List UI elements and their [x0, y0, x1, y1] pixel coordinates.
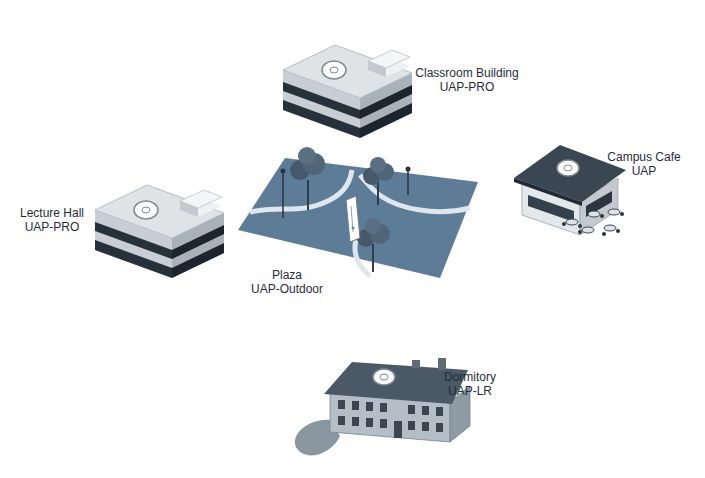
tree-trunk: [372, 244, 374, 272]
tree-crown: [370, 157, 386, 173]
building: [283, 45, 412, 138]
tree-trunk: [377, 182, 379, 205]
tree-crown: [298, 147, 316, 165]
chimney: [412, 360, 420, 368]
table: [582, 227, 594, 233]
ap-led: [352, 227, 355, 230]
location-name: Campus Cafe: [607, 150, 680, 164]
device-model: UAP-PRO: [415, 80, 518, 94]
dormitory: [295, 358, 470, 455]
coverage-zone: PlazaUAP-Outdoor: [145, 125, 545, 315]
location-name: Dormitory: [444, 370, 496, 384]
tree: [290, 147, 325, 210]
chair: [562, 222, 566, 226]
window: [380, 419, 387, 428]
lamp-head: [406, 167, 411, 172]
table: [604, 225, 616, 231]
building-stripe: [360, 103, 412, 138]
access-point: [322, 61, 346, 79]
chair: [620, 212, 624, 216]
outdoor-access-point: [346, 196, 360, 242]
coverage-ellipse: [185, 295, 615, 475]
coverage-zone: Classroom BuildingUAP-PRO: [210, 0, 590, 142]
coverage-ellipse: [430, 108, 705, 258]
window: [380, 403, 387, 412]
access-point-led: [564, 165, 572, 171]
chair: [578, 230, 582, 234]
dorm-windows: [338, 400, 443, 438]
table: [608, 209, 620, 215]
coverage-ellipse: [145, 125, 545, 315]
building-stripe: [283, 100, 360, 138]
table: [588, 211, 600, 217]
coverage-zone: DormitoryUAP-LR: [185, 295, 615, 475]
chair: [600, 214, 604, 218]
coverage-ellipse: [210, 0, 590, 142]
label-group: Campus CafeUAP: [607, 150, 680, 178]
location-name: Lecture Hall: [20, 206, 84, 220]
door: [394, 421, 402, 438]
coverage-zone: Campus CafeUAP: [430, 108, 705, 258]
window: [408, 421, 415, 430]
lamp-head: [281, 169, 286, 174]
device-model: UAP-PRO: [20, 220, 84, 234]
roof-block: [368, 50, 410, 68]
chair: [616, 229, 620, 233]
window: [366, 418, 373, 427]
chair: [578, 224, 582, 228]
label-group: PlazaUAP-Outdoor: [251, 268, 323, 296]
window: [422, 406, 429, 415]
device-model: UAP: [607, 164, 680, 178]
window: [366, 402, 373, 411]
coverage-ellipse-shape: [430, 108, 705, 258]
coverage-zone: Lecture HallUAP-PRO: [10, 147, 310, 297]
label-group: Lecture HallUAP-PRO: [20, 206, 84, 234]
label-group: Classroom BuildingUAP-PRO: [415, 66, 518, 94]
plaza: [238, 147, 478, 278]
location-name: Plaza: [251, 268, 323, 282]
tree-crown: [365, 218, 381, 234]
window: [422, 422, 429, 431]
access-point: [373, 369, 395, 385]
chimney: [438, 358, 446, 370]
window: [436, 423, 443, 432]
access-point-led: [380, 374, 388, 380]
location-name: Classroom Building: [415, 66, 518, 80]
window: [352, 417, 359, 426]
tree-trunk: [307, 180, 309, 210]
chair: [602, 232, 606, 236]
lamp-pole: [282, 172, 284, 218]
building-roof: [283, 45, 412, 98]
table: [566, 219, 578, 225]
tree: [357, 218, 390, 272]
building: [95, 185, 224, 278]
lamp-post: [281, 167, 411, 219]
access-point: [557, 160, 579, 176]
window: [352, 401, 359, 410]
coverage-ellipse-shape: [210, 0, 590, 142]
device-model: UAP-LR: [444, 384, 496, 398]
cafe-roof-edge: [514, 178, 582, 206]
window: [338, 416, 345, 425]
coverage-ellipse-shape: [10, 147, 310, 297]
window: [408, 405, 415, 414]
access-point-led: [330, 67, 338, 73]
cafe-tables: [562, 209, 624, 236]
plaza-ground: [238, 158, 478, 278]
ap-tower: [346, 196, 360, 242]
device-model: UAP-Outdoor: [251, 282, 323, 296]
tree: [363, 157, 394, 205]
label-group: DormitoryUAP-LR: [444, 370, 496, 398]
lamp-pole: [407, 170, 409, 195]
coverage-ellipse-shape: [185, 295, 615, 475]
coverage-ellipse-shape: [145, 125, 545, 315]
window: [436, 407, 443, 416]
window: [338, 400, 345, 409]
